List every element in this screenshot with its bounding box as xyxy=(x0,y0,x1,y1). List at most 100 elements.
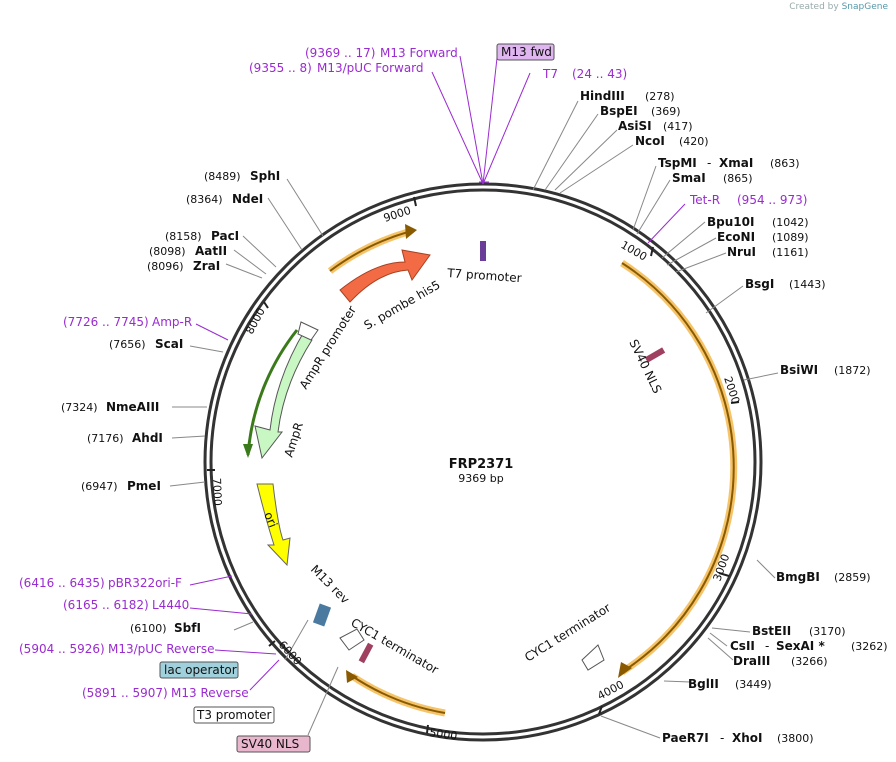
svg-text:8000: 8000 xyxy=(243,306,268,337)
svg-text:(369): (369) xyxy=(651,105,681,118)
cyc1-arrow-left xyxy=(339,628,365,651)
primer-m13puc-forward: M13/pUC Forward xyxy=(317,61,424,75)
primer-tetr: Tet-R xyxy=(689,193,720,207)
plasmid-name: FRP2371 xyxy=(449,457,514,472)
svg-text:T3 promoter: T3 promoter xyxy=(196,708,272,722)
primer-tetr-range: (954 .. 973) xyxy=(737,193,807,207)
svg-text:(6947): (6947) xyxy=(81,480,118,493)
primer-pbr322ori: pBR322ori-F xyxy=(108,576,182,590)
cyc1-arrow-right xyxy=(581,644,605,671)
svg-text:(7656): (7656) xyxy=(109,338,146,351)
svg-text:(3800): (3800) xyxy=(777,732,814,745)
primer-t7-range: (24 .. 43) xyxy=(572,67,627,81)
svg-text:(7176): (7176) xyxy=(87,432,124,445)
primer-m13puc-forward-range: (9355 .. 8) xyxy=(249,61,312,75)
enzyme-hindiii: HindIII xyxy=(580,89,625,103)
enzyme-bspei: BspEI xyxy=(600,104,638,118)
m13-rev-mark xyxy=(312,603,332,627)
feature-ori: ori xyxy=(261,510,280,530)
svg-text:(8489): (8489) xyxy=(204,170,241,183)
svg-text:(8158): (8158) xyxy=(165,230,202,243)
svg-text:(8098): (8098) xyxy=(149,245,186,258)
enzyme-bsgi: BsgI xyxy=(745,277,774,291)
primer-ampr: Amp-R xyxy=(152,315,192,329)
enzyme-nmeaiii: NmeAIII xyxy=(106,400,159,414)
svg-text:(278): (278) xyxy=(645,90,675,103)
enzyme-econi: EcoNI xyxy=(717,230,755,244)
primer-m13-forward-range: (9369 .. 17) xyxy=(305,46,375,60)
primer-ampr-range: (7726 .. 7745) xyxy=(63,315,149,329)
enzyme-paci: PacI xyxy=(211,229,239,243)
enzyme-bsiwi: BsiWI xyxy=(780,363,818,377)
svg-text:(8096): (8096) xyxy=(147,260,184,273)
primer-l4440: L4440 xyxy=(152,598,189,612)
enzyme-zrai: ZraI xyxy=(193,259,220,273)
enzyme-asisi: AsiSI xyxy=(618,119,652,133)
svg-text:M13 fwd: M13 fwd xyxy=(501,45,552,59)
primer-m13-reverse: M13 Reverse xyxy=(171,686,249,700)
ampr-arrow xyxy=(254,329,313,460)
enzyme-sphi: SphI xyxy=(250,169,280,183)
svg-text:(865): (865) xyxy=(723,172,753,185)
enzyme-sbfi: SbfI xyxy=(174,621,201,635)
svg-text:(3266): (3266) xyxy=(791,655,828,668)
enzyme-xhoi: XhoI xyxy=(732,731,763,745)
svg-text:5000: 5000 xyxy=(429,726,459,743)
enzyme-draiii: DraIII xyxy=(733,654,770,668)
svg-text:(417): (417) xyxy=(663,120,693,133)
svg-text:(1161): (1161) xyxy=(772,246,809,259)
primer-labels: (9369 .. 17) M13 Forward (9355 .. 8) M13… xyxy=(19,46,807,700)
primer-t7: T7 xyxy=(542,67,558,81)
primer-m13-reverse-range: (5891 .. 5907) xyxy=(82,686,168,700)
primer-l4440-range: (6165 .. 6182) xyxy=(63,598,149,612)
svg-text:-: - xyxy=(765,639,769,653)
enzyme-bsteii: BstEII xyxy=(752,624,791,638)
svg-text:-: - xyxy=(720,731,724,745)
svg-text:SV40 NLS: SV40 NLS xyxy=(241,737,299,751)
feature-m13-rev: M13 rev xyxy=(308,562,352,606)
svg-text:(1443): (1443) xyxy=(789,278,826,291)
ori-arrow xyxy=(256,483,291,567)
enzyme-pmei: PmeI xyxy=(127,479,161,493)
primer-m13puc-reverse: M13/pUC Reverse xyxy=(108,642,215,656)
svg-text:7000: 7000 xyxy=(210,478,224,506)
enzyme-labels: HindIII (278) BspEI (369) AsiSI (417) Nc… xyxy=(61,89,888,745)
enzyme-smai: SmaI xyxy=(672,171,706,185)
his5-arrow xyxy=(339,249,431,303)
ampr-promoter-arrow xyxy=(297,321,319,341)
box-m13-fwd: M13 fwd xyxy=(496,43,555,61)
feature-ampr: AmpR xyxy=(282,420,306,458)
svg-text:(3449): (3449) xyxy=(735,678,772,691)
snapgene-credit: Created by SnapGene xyxy=(789,2,888,12)
enzyme-paer7i: PaeR7I xyxy=(662,731,709,745)
enzyme-ncoi: NcoI xyxy=(635,134,665,148)
box-lac-operator: lac operator xyxy=(159,661,239,679)
enzyme-bmgbi: BmgBI xyxy=(776,570,820,584)
primer-m13puc-reverse-range: (5904 .. 5926) xyxy=(19,642,105,656)
box-t3-promoter: T3 promoter xyxy=(193,706,275,724)
t7-promoter-mark xyxy=(480,241,486,261)
feature-his5: S. pombe his5 xyxy=(362,278,443,333)
enzyme-ndei: NdeI xyxy=(232,192,263,206)
enzyme-scai: ScaI xyxy=(155,337,183,351)
svg-text:-: - xyxy=(707,156,711,170)
plasmid-size: 9369 bp xyxy=(458,472,503,485)
svg-text:(1872): (1872) xyxy=(834,364,871,377)
primer-m13-forward: M13 Forward xyxy=(380,46,458,60)
box-sv40-nls: SV40 NLS xyxy=(236,735,311,753)
enzyme-ahdi: AhdI xyxy=(132,431,163,445)
svg-text:(8364): (8364) xyxy=(186,193,223,206)
svg-text:(6100): (6100) xyxy=(130,622,167,635)
backbone-inner xyxy=(209,188,757,736)
ampr-promoter-arc xyxy=(246,329,299,456)
enzyme-tspmi: TspMI xyxy=(658,156,697,170)
svg-text:(7324): (7324) xyxy=(61,401,98,414)
svg-text:(3170): (3170) xyxy=(809,625,846,638)
svg-text:4000: 4000 xyxy=(595,678,626,703)
enzyme-nrui: NruI xyxy=(727,245,756,259)
svg-text:(2859): (2859) xyxy=(834,571,871,584)
primer-pbr322ori-range: (6416 .. 6435) xyxy=(19,576,105,590)
svg-text:(420): (420) xyxy=(679,135,709,148)
enzyme-bglii: BglII xyxy=(688,677,719,691)
enzyme-aatii: AatII xyxy=(195,244,227,258)
